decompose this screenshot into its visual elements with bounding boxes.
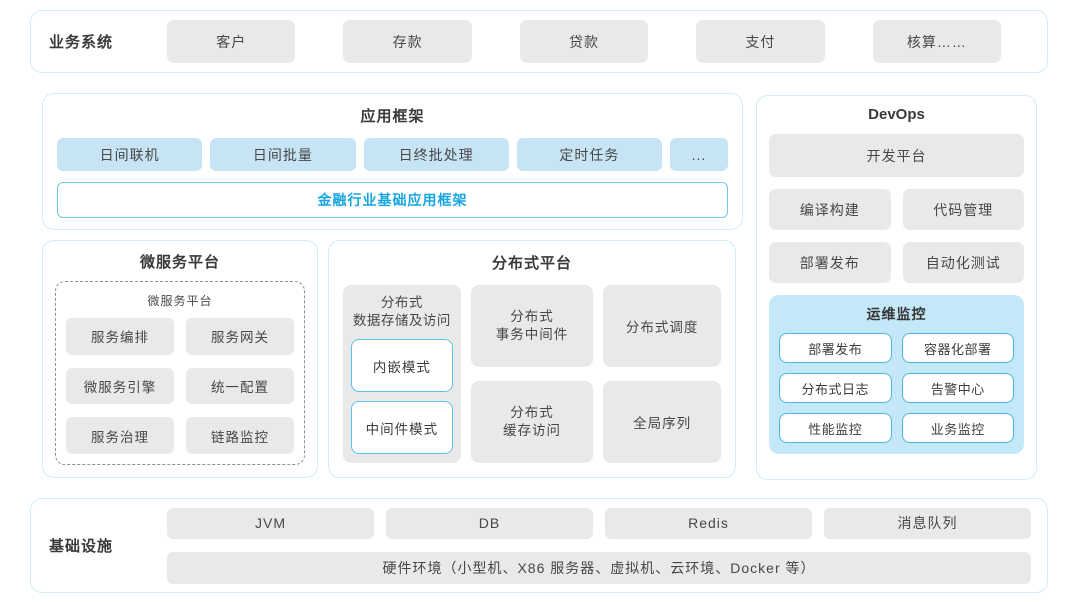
business-item-loan: 贷款	[519, 20, 649, 63]
infra-item-mq: 消息队列	[824, 507, 1031, 539]
distributed-scheduling: 分布式调度	[603, 285, 721, 367]
infrastructure-label: 基础设施	[49, 538, 114, 555]
monitor-item-distributed-log: 分布式日志	[779, 373, 892, 403]
distributed-platform-panel: 分布式平台 分布式 数据存储及访问 内嵌模式 中间件模式 分布式 事务中间件 分…	[328, 240, 736, 478]
distributed-storage-label: 分布式 数据存储及访问	[352, 295, 451, 329]
micro-item-trace-monitor: 链路监控	[186, 417, 294, 454]
distributed-grid: 分布式 数据存储及访问 内嵌模式 中间件模式 分布式 事务中间件 分布式调度 分…	[343, 285, 721, 463]
infrastructure-row: JVM DB Redis 消息队列	[167, 507, 1031, 539]
business-item-payment: 支付	[696, 20, 825, 63]
micro-item-engine: 微服务引擎	[66, 367, 174, 405]
storage-mode-embedded: 内嵌模式	[351, 339, 453, 393]
appfw-item-more: ...	[670, 138, 728, 171]
business-item-accounting: 核算……	[872, 20, 1002, 63]
microservice-platform-panel: 微服务平台 微服务平台 服务编排 服务网关 微服务引擎 统一配置 服务治理 链路…	[42, 240, 318, 478]
global-sequence: 全局序列	[603, 381, 721, 463]
ops-monitoring-grid: 部署发布 容器化部署 分布式日志 告警中心 性能监控 业务监控	[779, 333, 1014, 443]
appfw-item-eod-batch: 日终批处理	[363, 138, 509, 171]
business-item-deposit: 存款	[343, 20, 472, 63]
monitor-item-deploy: 部署发布	[779, 333, 892, 363]
infra-item-db: DB	[386, 507, 593, 539]
microservice-inner-title: 微服务平台	[147, 294, 213, 308]
infra-item-jvm: JVM	[167, 507, 374, 539]
business-systems-row: 客户 存款 贷款 支付 核算……	[167, 20, 1002, 63]
storage-mode-middleware: 中间件模式	[351, 401, 453, 454]
monitor-item-container-deploy: 容器化部署	[901, 333, 1014, 363]
app-framework-panel: 应用框架 日间联机 日间批量 日终批处理 定时任务 ... 金融行业基础应用框架	[42, 93, 743, 230]
appfw-item-daytime-batch: 日间批量	[210, 138, 356, 171]
devops-dev-platform: 开发平台	[769, 134, 1024, 177]
distributed-storage-box: 分布式 数据存储及访问 内嵌模式 中间件模式	[343, 285, 461, 463]
monitor-item-alert-center: 告警中心	[901, 373, 1014, 403]
devops-panel: DevOps 开发平台 编译构建 代码管理 部署发布 自动化测试 运维监控 部署…	[756, 95, 1037, 480]
devops-item-code-mgmt: 代码管理	[902, 189, 1024, 230]
devops-grid: 编译构建 代码管理 部署发布 自动化测试	[769, 189, 1024, 283]
ops-monitoring-title: 运维监控	[866, 306, 927, 322]
hardware-environment: 硬件环境（小型机、X86 服务器、虚拟机、云环境、Docker 等）	[167, 551, 1031, 584]
business-systems-panel: 业务系统 客户 存款 贷款 支付 核算……	[30, 10, 1048, 73]
devops-item-auto-test: 自动化测试	[902, 242, 1024, 283]
microservice-inner-box: 微服务平台 服务编排 服务网关 微服务引擎 统一配置 服务治理 链路监控	[55, 281, 305, 465]
business-item-customer: 客户	[167, 20, 296, 63]
micro-item-orchestration: 服务编排	[66, 318, 174, 355]
micro-item-gateway: 服务网关	[186, 318, 294, 355]
distributed-transaction-middleware: 分布式 事务中间件	[470, 285, 594, 367]
devops-item-build: 编译构建	[769, 189, 891, 230]
infrastructure-panel: 基础设施 JVM DB Redis 消息队列 硬件环境（小型机、X86 服务器、…	[30, 498, 1048, 593]
distributed-cache-access: 分布式 缓存访问	[470, 381, 594, 463]
microservice-platform-title: 微服务平台	[139, 254, 220, 271]
microservice-grid: 服务编排 服务网关 微服务引擎 统一配置 服务治理 链路监控	[66, 318, 294, 454]
devops-title: DevOps	[868, 106, 925, 123]
micro-item-config: 统一配置	[186, 367, 294, 405]
appfw-item-daytime-online: 日间联机	[57, 138, 203, 171]
monitor-item-business: 业务监控	[901, 413, 1014, 443]
micro-item-governance: 服务治理	[66, 417, 174, 454]
infra-item-redis: Redis	[605, 507, 812, 539]
app-framework-row: 日间联机 日间批量 日终批处理 定时任务 ...	[57, 138, 728, 171]
distributed-platform-title: 分布式平台	[491, 255, 572, 272]
business-systems-label: 业务系统	[49, 34, 114, 51]
monitor-item-performance: 性能监控	[779, 413, 892, 443]
ops-monitoring-panel: 运维监控 部署发布 容器化部署 分布式日志 告警中心 性能监控 业务监控	[769, 295, 1024, 454]
infrastructure-content: JVM DB Redis 消息队列 硬件环境（小型机、X86 服务器、虚拟机、云…	[167, 507, 1031, 584]
financial-base-framework: 金融行业基础应用框架	[57, 182, 728, 218]
app-framework-title: 应用框架	[360, 108, 425, 125]
appfw-item-scheduled-task: 定时任务	[516, 138, 662, 171]
devops-item-deploy: 部署发布	[769, 242, 891, 283]
